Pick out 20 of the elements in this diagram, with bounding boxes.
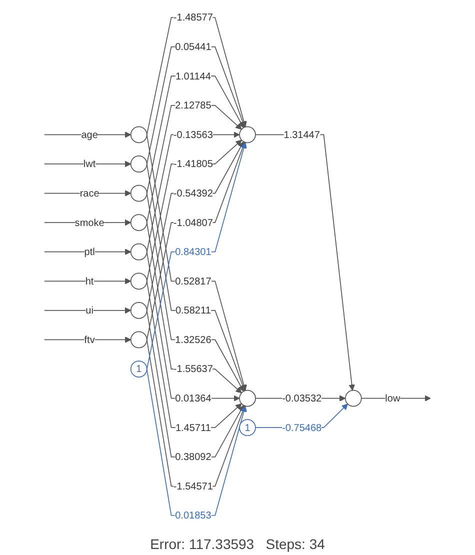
bias-neuron-circle: 1	[130, 360, 148, 378]
neuron-circle	[130, 331, 148, 348]
arrow	[44, 307, 132, 314]
neuron-circle	[130, 214, 148, 231]
arrow	[44, 248, 132, 255]
neuron-circle	[130, 272, 148, 290]
neuron-circle	[344, 390, 362, 407]
neuron-circle	[130, 184, 148, 202]
neuron-circle	[239, 126, 256, 144]
arrow	[255, 134, 355, 391]
neuron-circle	[130, 126, 148, 144]
arrow	[44, 160, 132, 168]
arrow	[44, 336, 132, 343]
arrow	[44, 278, 132, 284]
neuron-circle	[239, 390, 256, 407]
neuron-circle	[130, 156, 148, 172]
neuron-circle	[130, 302, 148, 319]
caption: Error: 117.33593 Steps: 34	[150, 536, 325, 552]
bias-neuron-circle: 1	[239, 419, 256, 436]
neuron-circle	[130, 243, 148, 260]
